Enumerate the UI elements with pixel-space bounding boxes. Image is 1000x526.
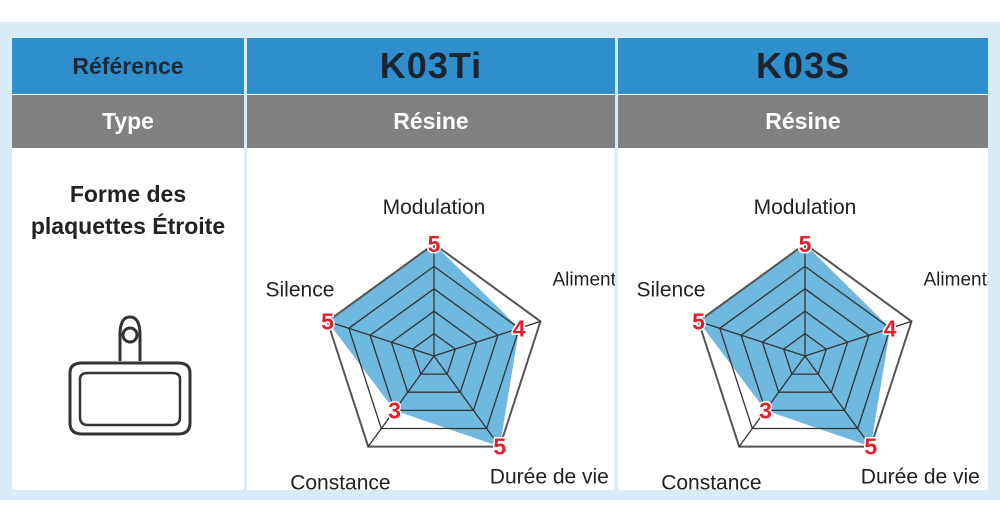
reference-label: Référence — [12, 38, 244, 94]
model-title-k03s: K03S — [618, 38, 988, 94]
grid-ring — [782, 332, 828, 375]
value-label: 4 — [513, 315, 526, 341]
axis-spoke — [738, 355, 806, 447]
column-divider — [244, 38, 247, 490]
axis-label: Modulation — [383, 196, 486, 219]
axis-spoke — [433, 355, 501, 447]
axis-label: Silence — [266, 278, 335, 301]
axis-label: Constance — [290, 472, 390, 490]
axis-label: Durée de vie — [490, 466, 609, 489]
value-label: 3 — [759, 397, 772, 423]
grid-ring — [697, 242, 913, 448]
spec-table: Référence K03Ti K03S Type Résine Résine … — [12, 38, 988, 490]
grid-ring — [390, 310, 478, 393]
grid-ring — [411, 332, 457, 375]
type-value-k03s: Résine — [618, 95, 988, 148]
radar-chart-k03s: ModulationAlimentationDurée de vie Consta… — [637, 196, 989, 490]
data-area-1 — [698, 244, 891, 447]
value-label: 5 — [692, 308, 705, 334]
axis-spoke — [433, 320, 541, 357]
value-label: 5 — [493, 434, 506, 460]
type-value-k03ti: Résine — [247, 95, 615, 148]
radar-chart-k03ti: ModulationAlimentationDurée de vie Consta… — [266, 196, 616, 490]
grid-ring — [740, 287, 870, 412]
table-frame: Référence K03Ti K03S Type Résine Résine … — [0, 22, 1000, 500]
grid-ring — [369, 287, 499, 412]
axis-spoke — [367, 355, 435, 447]
axis-spoke — [804, 320, 912, 357]
axis-label: Alimentation — [553, 269, 616, 290]
grid-ring — [761, 310, 849, 393]
value-label: 5 — [428, 231, 441, 257]
grid-ring — [719, 265, 891, 430]
column-divider — [615, 38, 618, 490]
shape-label: Forme des plaquettes Étroite — [12, 178, 244, 242]
model-title-k03ti: K03Ti — [247, 38, 615, 94]
value-label: 5 — [321, 308, 334, 334]
axis-label: Constance — [661, 472, 761, 490]
axis-label: Durée de vie — [861, 466, 980, 489]
axis-label: Modulation — [754, 196, 857, 219]
data-area-0 — [327, 244, 520, 447]
axis-spoke — [804, 355, 872, 447]
brake-pad-icon — [68, 315, 192, 436]
axis-label: Alimentation — [924, 269, 989, 290]
type-label: Type — [12, 95, 244, 148]
value-label: 5 — [864, 434, 877, 460]
axis-label: Silence — [637, 278, 706, 301]
shape-label-line2: plaquettes Étroite — [30, 213, 226, 239]
grid-ring — [326, 242, 542, 448]
grid-ring — [348, 265, 520, 430]
value-label: 5 — [799, 231, 812, 257]
value-label: 3 — [388, 397, 401, 423]
shape-label-line1: Forme des — [69, 181, 187, 207]
axis-spoke — [327, 320, 435, 357]
axis-spoke — [698, 320, 806, 357]
value-label: 4 — [884, 315, 897, 341]
